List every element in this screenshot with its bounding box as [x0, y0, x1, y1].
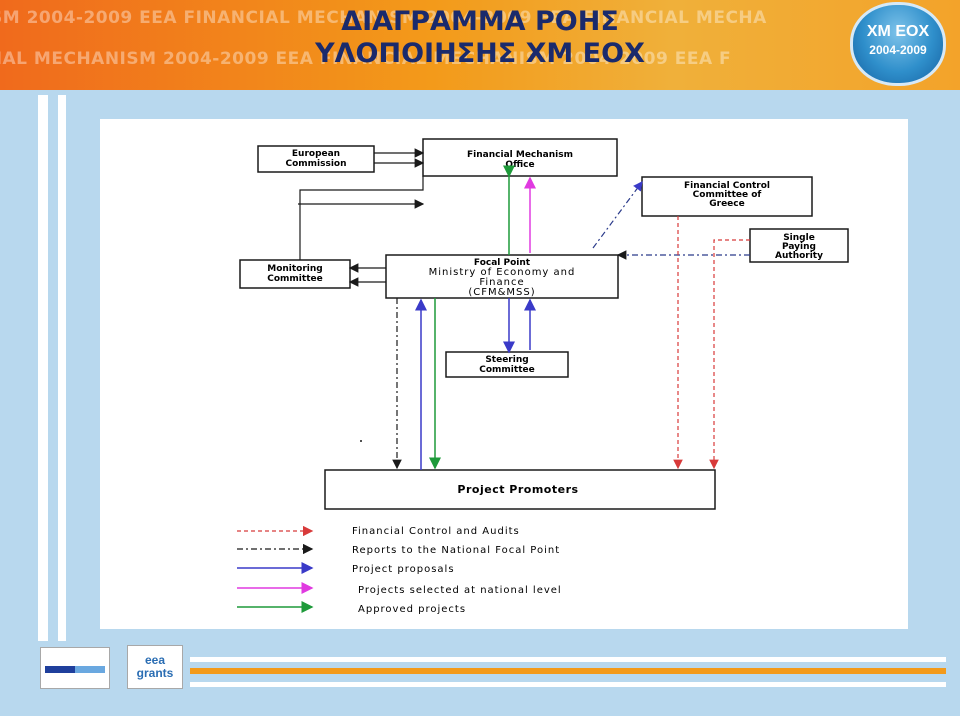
node-label: Financial Mechanism [467, 150, 573, 160]
node-label: (CFM&MSS) [468, 287, 535, 298]
legend-label: Financial Control and Audits [352, 526, 520, 537]
node-label: Finance [479, 277, 524, 288]
node-label: Monitoring [267, 264, 323, 274]
node-label: Commission [285, 159, 346, 169]
legend-label: Reports to the National Focal Point [352, 545, 560, 556]
logo-text: grants [136, 666, 174, 680]
node-label: Ministry of Economy and [429, 267, 576, 278]
node-project-promoters: Project Promoters [324, 469, 716, 510]
flow-diagram: European Commission Financial Mechanism … [237, 138, 849, 615]
connectors-audits [673, 216, 750, 470]
title-line-1: ΔΙΑΓΡΑΜΜΑ ΡΟΗΣ [341, 6, 619, 37]
node-label: Steering [485, 355, 528, 365]
logo-text: eea [144, 653, 166, 667]
node-european-commission: European Commission [257, 145, 375, 173]
footer-stripe [190, 668, 946, 674]
banner-pattern-text: NCIAL MECHANISM 2004-2009 EEA FINANCIAL … [0, 49, 732, 69]
node-label: Focal Point [474, 258, 531, 268]
node-financial-control-committee: Financial Control Committee of Greece [641, 176, 813, 217]
badge-title: ΧΜ ΕΟΧ [866, 23, 930, 40]
connectors-black [298, 148, 425, 287]
legend: Financial Control and Audits Reports to … [237, 525, 562, 615]
greek-ministry-logo [40, 647, 110, 689]
node-label: Committee of [693, 190, 762, 200]
header-banner: SM 2004-2009 EEA FINANCIAL MECHANISM 200… [0, 0, 960, 90]
page-title: ΔΙΑΓΡΑΜΜΑ ΡΟΗΣ ΥΛΟΠΟΙΗΣΗΣ ΧΜ ΕΟΧ [0, 6, 960, 70]
badge-years: 2004-2009 [869, 43, 927, 57]
title-line-2: ΥΛΟΠΟΙΗΣΗΣ ΧΜ ΕΟΧ [315, 38, 645, 69]
legend-label: Projects selected at national level [358, 585, 562, 596]
footer-stripe [190, 657, 946, 662]
node-single-paying-authority: Single Paying Authority [749, 228, 849, 263]
left-decoration [38, 95, 48, 641]
diagram-canvas: European Commission Financial Mechanism … [100, 119, 908, 629]
connectors-reports [392, 181, 750, 470]
node-financial-mechanism-office: Financial Mechanism Office [422, 138, 618, 177]
node-monitoring-committee: Monitoring Committee [239, 259, 351, 289]
eea-grants-logo: eea grants [127, 645, 183, 689]
node-label: Single [783, 233, 815, 243]
node-label: Paying [782, 242, 816, 252]
node-label: Office [505, 160, 534, 170]
node-label: Project Promoters [457, 483, 578, 496]
node-label: Authority [775, 251, 823, 261]
node-label: European [292, 149, 340, 159]
footer-stripe [190, 682, 946, 687]
flag-graphic [45, 666, 105, 673]
node-label: Financial Control [684, 181, 770, 191]
node-focal-point: Focal Point Ministry of Economy and Fina… [385, 254, 619, 299]
node-label: Committee [479, 365, 534, 375]
node-label: Greece [709, 199, 744, 209]
banner-pattern-text: SM 2004-2009 EEA FINANCIAL MECHANISM 200… [0, 8, 767, 28]
program-badge: ΧΜ ΕΟΧ 2004-2009 [850, 2, 946, 86]
node-label: Committee [267, 274, 322, 284]
left-decoration [58, 95, 66, 641]
stray-dot [360, 440, 362, 442]
connectors-projects [415, 165, 536, 470]
legend-label: Project proposals [352, 564, 455, 575]
node-steering-committee: Steering Committee [445, 351, 569, 378]
legend-label: Approved projects [358, 604, 466, 615]
